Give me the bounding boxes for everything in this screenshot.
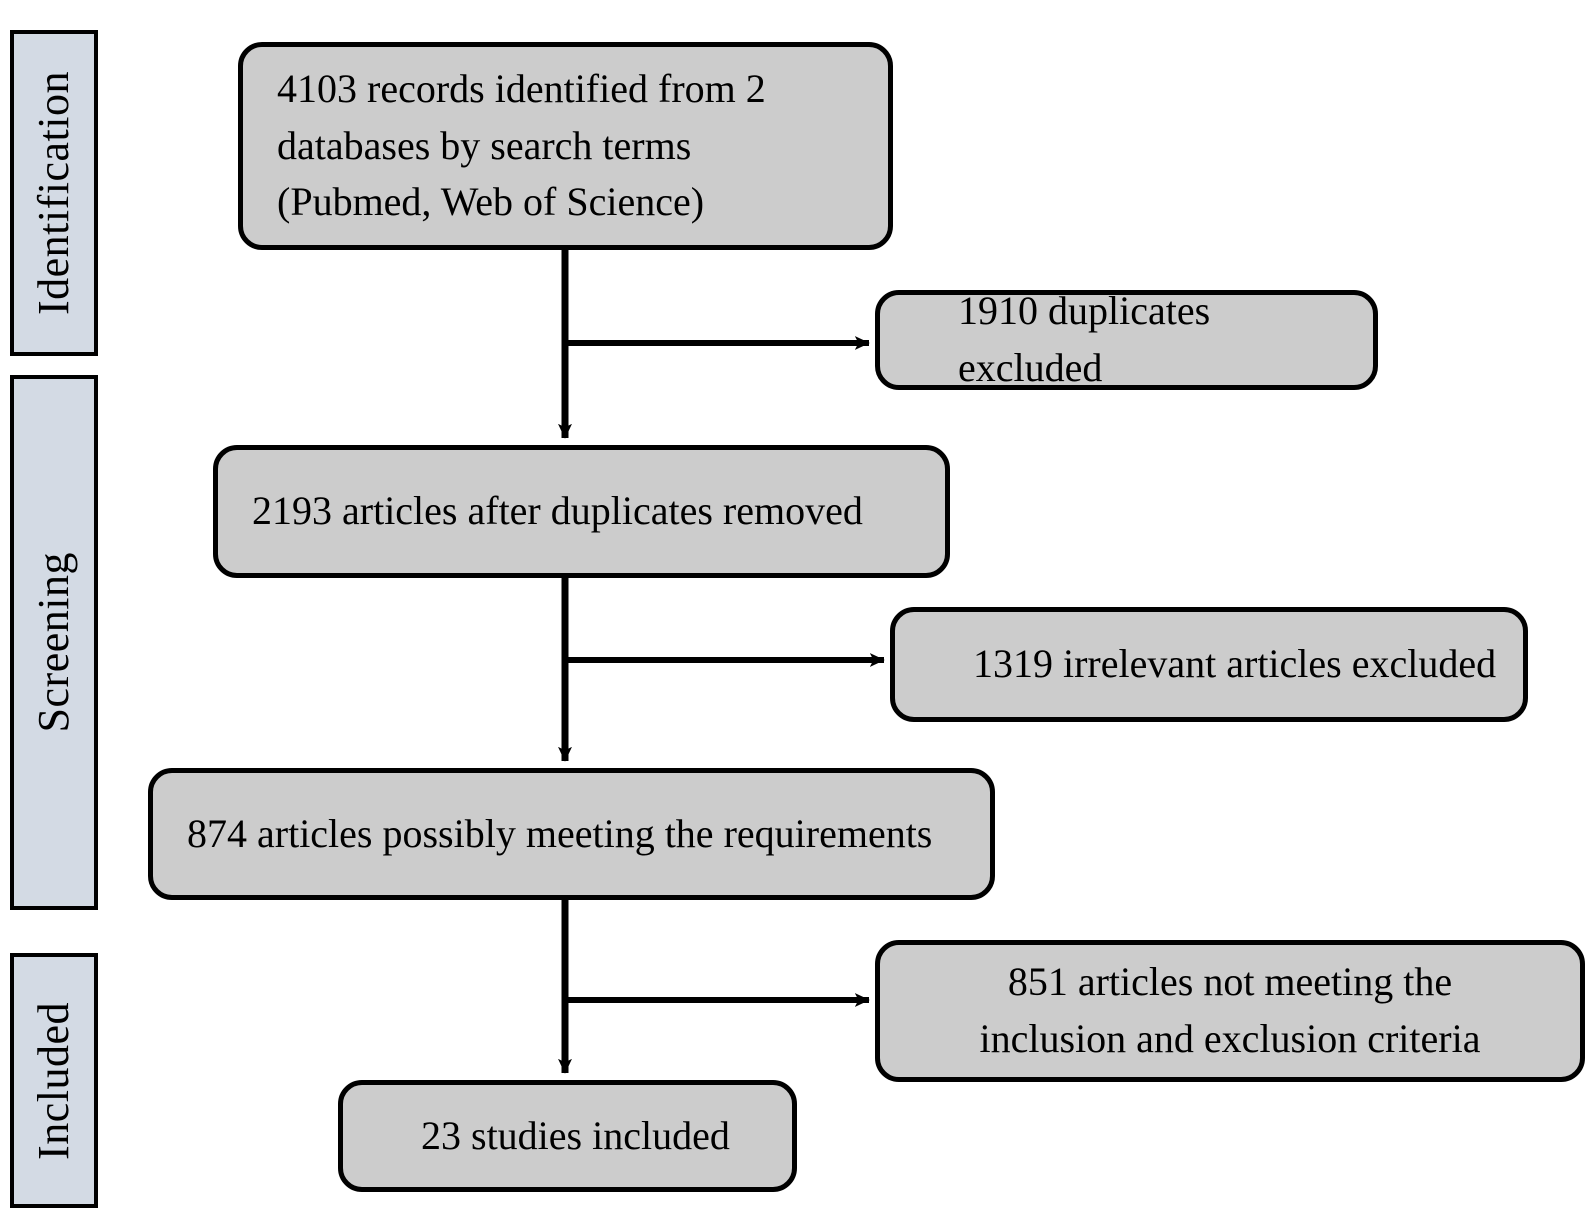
- box-records-identified-text: 4103 records identified from 2 databases…: [277, 65, 766, 225]
- box-after-duplicates-removed: 2193 articles after duplicates removed: [213, 445, 950, 578]
- box-criteria-excluded: 851 articles not meeting the inclusion a…: [875, 940, 1585, 1082]
- box-duplicates-excluded-text: 1910 duplicates excluded: [958, 288, 1211, 390]
- box-records-identified: 4103 records identified from 2 databases…: [238, 42, 893, 250]
- box-duplicates-excluded: 1910 duplicates excluded: [875, 288, 1378, 390]
- box-studies-included: 23 studies included: [338, 1080, 797, 1192]
- box-after-duplicates-removed-text: 2193 articles after duplicates removed: [252, 488, 863, 534]
- box-criteria-excluded-text: 851 articles not meeting the inclusion a…: [979, 959, 1481, 1061]
- box-possibly-meeting-text: 874 articles possibly meeting the requir…: [187, 810, 933, 856]
- box-studies-included-text: 23 studies included: [421, 1112, 730, 1158]
- stage-label-screening: Screening: [29, 552, 78, 733]
- stage-bar-included: Included: [10, 953, 98, 1208]
- stage-label-included: Included: [29, 1001, 78, 1160]
- stage-bar-screening: Screening: [10, 375, 98, 910]
- box-irrelevant-excluded-text: 1319 irrelevant articles excluded: [973, 641, 1497, 687]
- box-irrelevant-excluded: 1319 irrelevant articles excluded: [890, 607, 1528, 722]
- stage-bar-identification: Identification: [10, 30, 98, 356]
- stage-label-identification: Identification: [29, 70, 78, 315]
- box-possibly-meeting: 874 articles possibly meeting the requir…: [148, 768, 995, 900]
